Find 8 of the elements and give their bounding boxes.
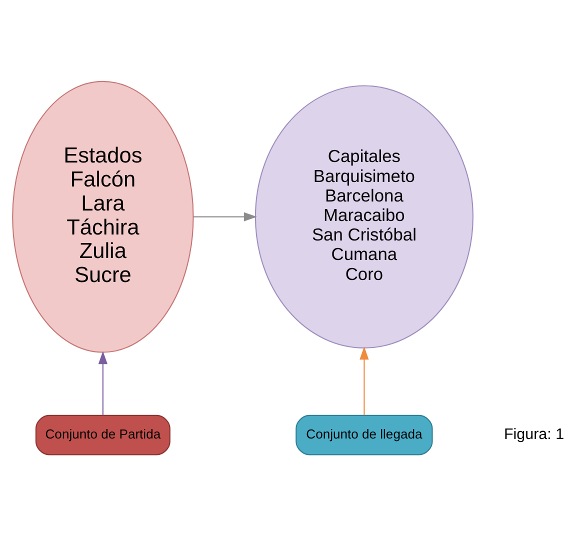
- node-box: Conjunto de Partida: [35, 414, 170, 455]
- node-box: Conjunto de llegada: [296, 414, 433, 455]
- label: Figura: 1: [504, 426, 564, 443]
- arrow: [98, 350, 108, 415]
- arrow: [193, 212, 257, 221]
- node-ellipse: Estados Falcón Lara Táchira Zulia Sucre: [12, 80, 194, 352]
- arrow: [360, 346, 369, 415]
- node-ellipse: Capitales Barquisimeto Barcelona Maracaibo San Cristóbal Cumana Coro: [254, 84, 474, 348]
